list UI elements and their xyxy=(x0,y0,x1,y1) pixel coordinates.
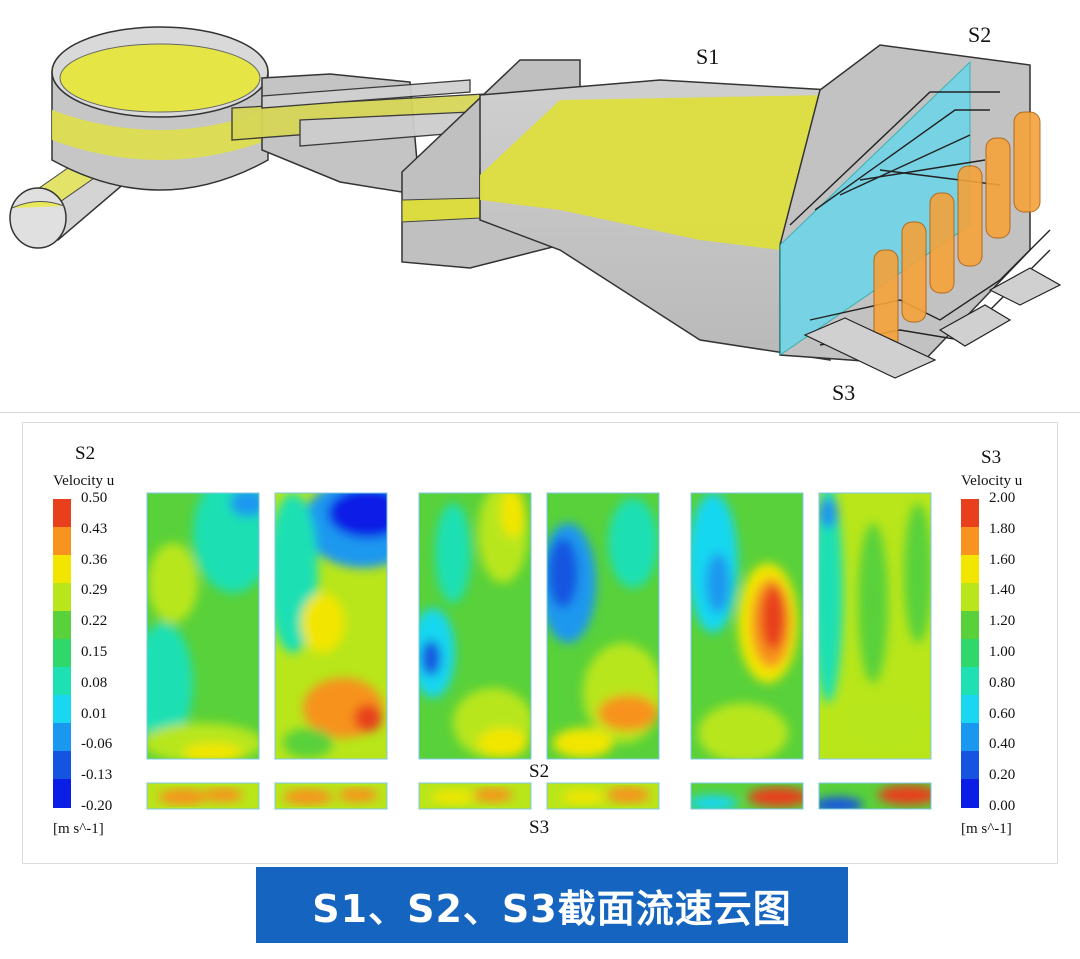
left-legend-section: S2 xyxy=(75,443,96,464)
label-s2: S2 xyxy=(968,22,992,47)
left-legend-tick: 0.01 xyxy=(81,705,108,722)
left-legend-quantity: Velocity u xyxy=(53,473,115,489)
left-colorbar-segment xyxy=(53,723,71,752)
right-colorbar-segment xyxy=(961,695,979,724)
left-legend-tick: 0.43 xyxy=(81,520,108,537)
left-legend-tick: 0.29 xyxy=(81,582,108,599)
left-legend-unit: [m s^-1] xyxy=(53,821,104,837)
cylinder-tank xyxy=(51,26,269,191)
label-s3: S3 xyxy=(832,380,856,405)
left-legend-tick: -0.06 xyxy=(81,736,113,753)
right-colorbar-segment xyxy=(961,555,979,584)
left-colorbar-segment xyxy=(53,583,71,612)
right-legend-tick: 1.60 xyxy=(989,551,1016,568)
s2-field-4 xyxy=(547,493,659,759)
right-legend-tick: 0.00 xyxy=(989,798,1016,814)
left-colorbar-segment xyxy=(53,639,71,668)
left-legend-tick: -0.13 xyxy=(81,767,113,784)
left-legend-tick: 0.15 xyxy=(81,644,108,660)
s3-strips xyxy=(147,783,931,809)
s2-field-5 xyxy=(691,493,803,759)
left-colorbar-segment xyxy=(53,751,71,780)
model-3d-drawing xyxy=(9,26,1062,379)
right-colorbar-segment xyxy=(961,499,979,528)
left-colorbar-segment xyxy=(53,527,71,556)
left-colorbar-segment xyxy=(53,695,71,724)
right-legend-tick: 0.20 xyxy=(989,767,1016,784)
left-legend-tick: -0.20 xyxy=(81,798,113,814)
left-legend-tick: 0.36 xyxy=(81,551,108,568)
figure-caption: S1、S2、S3截面流速云图 xyxy=(256,867,848,943)
right-colorbar-segment xyxy=(961,639,979,668)
s2-field-1 xyxy=(147,493,259,759)
right-legend-tick: 1.80 xyxy=(989,520,1016,537)
left-colorbar-segment xyxy=(53,555,71,584)
contour-panel: S2 Velocity u 0.50 0.43 0.36 0.29 0.22 0.15 0.… xyxy=(22,422,1058,864)
right-colorbar-segment xyxy=(961,527,979,556)
left-legend-tick: 0.50 xyxy=(81,490,108,506)
right-colorbar-segment xyxy=(961,723,979,752)
floor-trays xyxy=(803,267,1062,379)
right-legend-tick: 1.00 xyxy=(989,644,1016,660)
right-legend-tick: 0.40 xyxy=(989,736,1016,753)
left-colorbar xyxy=(53,499,71,808)
left-colorbar-segment xyxy=(53,779,71,808)
panel-divider xyxy=(0,412,1080,413)
right-colorbar-segment xyxy=(961,779,979,808)
right-legend-quantity: Velocity u xyxy=(961,473,1023,489)
right-colorbar-segment xyxy=(961,667,979,696)
baffle-group-1 xyxy=(231,79,521,147)
right-legend-tick: 0.60 xyxy=(989,705,1016,722)
left-legend-tick: 0.08 xyxy=(81,674,108,691)
right-colorbar xyxy=(961,499,979,808)
s2-field-2 xyxy=(275,493,387,759)
left-legend-tick: 0.22 xyxy=(81,613,108,630)
right-legend-section: S3 xyxy=(981,447,1002,468)
right-colorbar-segment xyxy=(961,583,979,612)
model-3d-panel: S1 S2 S3 xyxy=(0,0,1080,410)
right-legend-tick: 1.20 xyxy=(989,613,1016,630)
panel-outlines xyxy=(146,492,932,810)
right-colorbar-segment xyxy=(961,751,979,780)
left-colorbar-segment xyxy=(53,611,71,640)
left-colorbar-segment xyxy=(53,499,71,528)
s2-field-3 xyxy=(419,493,531,759)
label-s1: S1 xyxy=(696,44,720,69)
right-colorbar-segment xyxy=(961,611,979,640)
right-legend-tick: 2.00 xyxy=(989,490,1016,506)
right-legend-tick: 0.80 xyxy=(989,674,1016,691)
orange-outlet-tubes xyxy=(873,111,1041,351)
contour-fields xyxy=(146,492,932,810)
s2-field-6 xyxy=(819,493,931,759)
right-legend-tick: 1.40 xyxy=(989,582,1016,599)
left-colorbar-segment xyxy=(53,667,71,696)
right-legend-unit: [m s^-1] xyxy=(961,821,1012,837)
row-label-s2: S2 xyxy=(529,761,550,782)
row-label-s3: S3 xyxy=(529,817,550,838)
